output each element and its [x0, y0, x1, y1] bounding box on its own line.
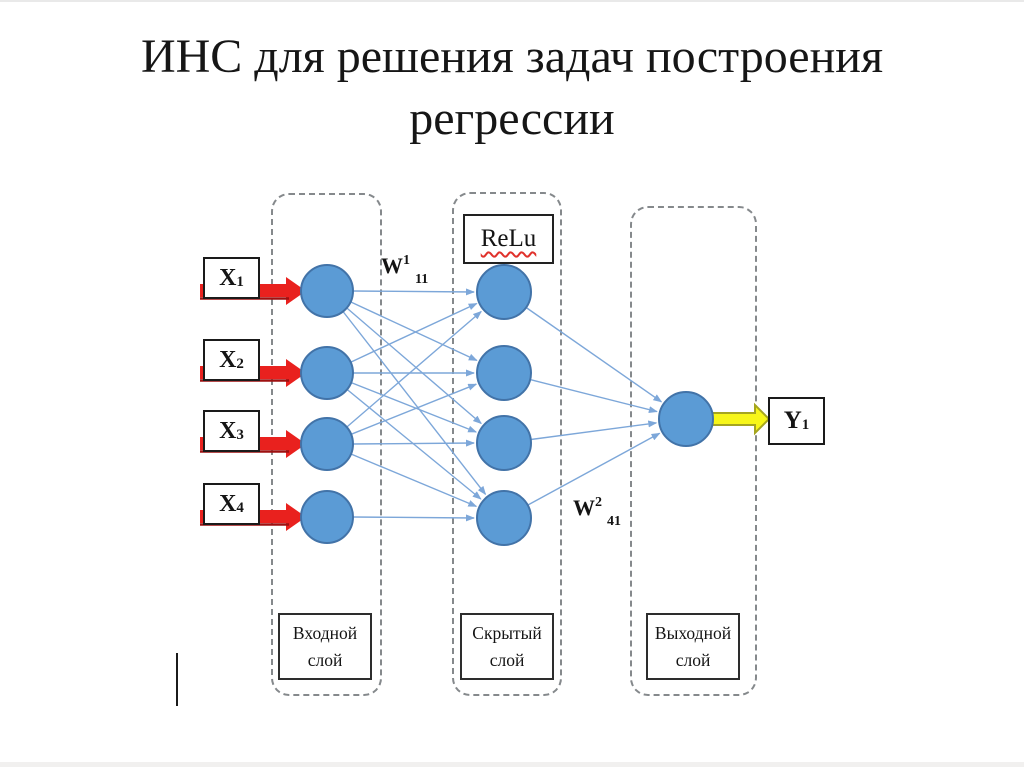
edge-i1-h2: [350, 301, 478, 362]
input-node-1: [300, 264, 354, 318]
edge-i3-h3: [352, 439, 475, 447]
caption-output-line1: Выходной: [654, 623, 732, 643]
weight-w1-base: W: [381, 253, 403, 278]
text-cursor: [176, 653, 178, 706]
weight-w2-base: W: [573, 495, 595, 520]
activation-label: ReLu: [480, 225, 537, 252]
weight-w1-sub: 11: [415, 272, 429, 288]
input-to-hidden-edges: [342, 288, 487, 522]
output-node-1: [658, 391, 714, 447]
page-title: ИНС для решения задач построения регресс…: [0, 26, 1024, 150]
hidden-to-output-edges: [525, 306, 663, 506]
caption-input-line2: слой: [307, 650, 343, 670]
caption-input-line1: Входной: [292, 623, 358, 643]
edge-i1-h4: [342, 311, 487, 496]
input-node-4: [300, 490, 354, 544]
page-title-line1: ИНС для решения задач построения: [140, 30, 884, 83]
caption-output-layer: Выходной слой: [646, 613, 740, 680]
edge-i2-h1: [350, 302, 478, 363]
caption-hidden-line2: слой: [489, 650, 525, 670]
hidden-node-4: [476, 490, 532, 546]
input-label-x2-base: X: [219, 346, 237, 373]
edge-i3-h1: [346, 310, 482, 428]
edge-i1-h1: [352, 288, 475, 296]
weight-w1-sup: 1: [403, 252, 410, 268]
page-title-line2: регрессии: [409, 92, 615, 145]
neuron-nodes: [300, 264, 714, 546]
input-label-x3-base: X: [219, 417, 237, 444]
edge-i4-h4: [352, 514, 475, 522]
input-node-3: [300, 417, 354, 471]
caption-output-line2: слой: [675, 650, 711, 670]
slide-top-edge: [0, 0, 1024, 2]
hidden-node-2: [476, 345, 532, 401]
caption-hidden-layer: Скрытый слой: [460, 613, 554, 680]
edge-i2-h3: [350, 381, 478, 433]
input-label-x1-base: X: [219, 264, 237, 291]
hidden-node-3: [476, 415, 532, 471]
output-label-y1-base: Y: [783, 407, 802, 434]
caption-input-layer: Входной слой: [278, 613, 372, 680]
hidden-node-1: [476, 264, 532, 320]
weight-w2-sub: 41: [607, 514, 621, 530]
output-layer-boundary: [630, 206, 757, 696]
output-arrow: [711, 402, 771, 436]
edge-h4-o1: [527, 432, 661, 506]
weight-label-w1-11: W111: [381, 252, 428, 288]
edge-h1-o1: [525, 306, 663, 403]
hidden-layer-boundary: [452, 192, 562, 696]
weight-label-w2-41: W2 41: [573, 494, 621, 530]
activation-label-box: ReLu: [463, 214, 554, 264]
input-node-2: [300, 346, 354, 400]
edge-h3-o1: [530, 420, 658, 441]
edge-h2-o1: [530, 378, 658, 414]
edge-i1-h3: [346, 307, 482, 425]
weight-w2-sup: 2: [595, 494, 602, 510]
input-label-x4-base: X: [219, 490, 237, 517]
edge-i3-h4: [350, 453, 478, 508]
caption-hidden-line1: Скрытый: [472, 623, 542, 643]
slide-bottom-edge: [0, 762, 1024, 767]
edge-i3-h2: [350, 383, 478, 435]
